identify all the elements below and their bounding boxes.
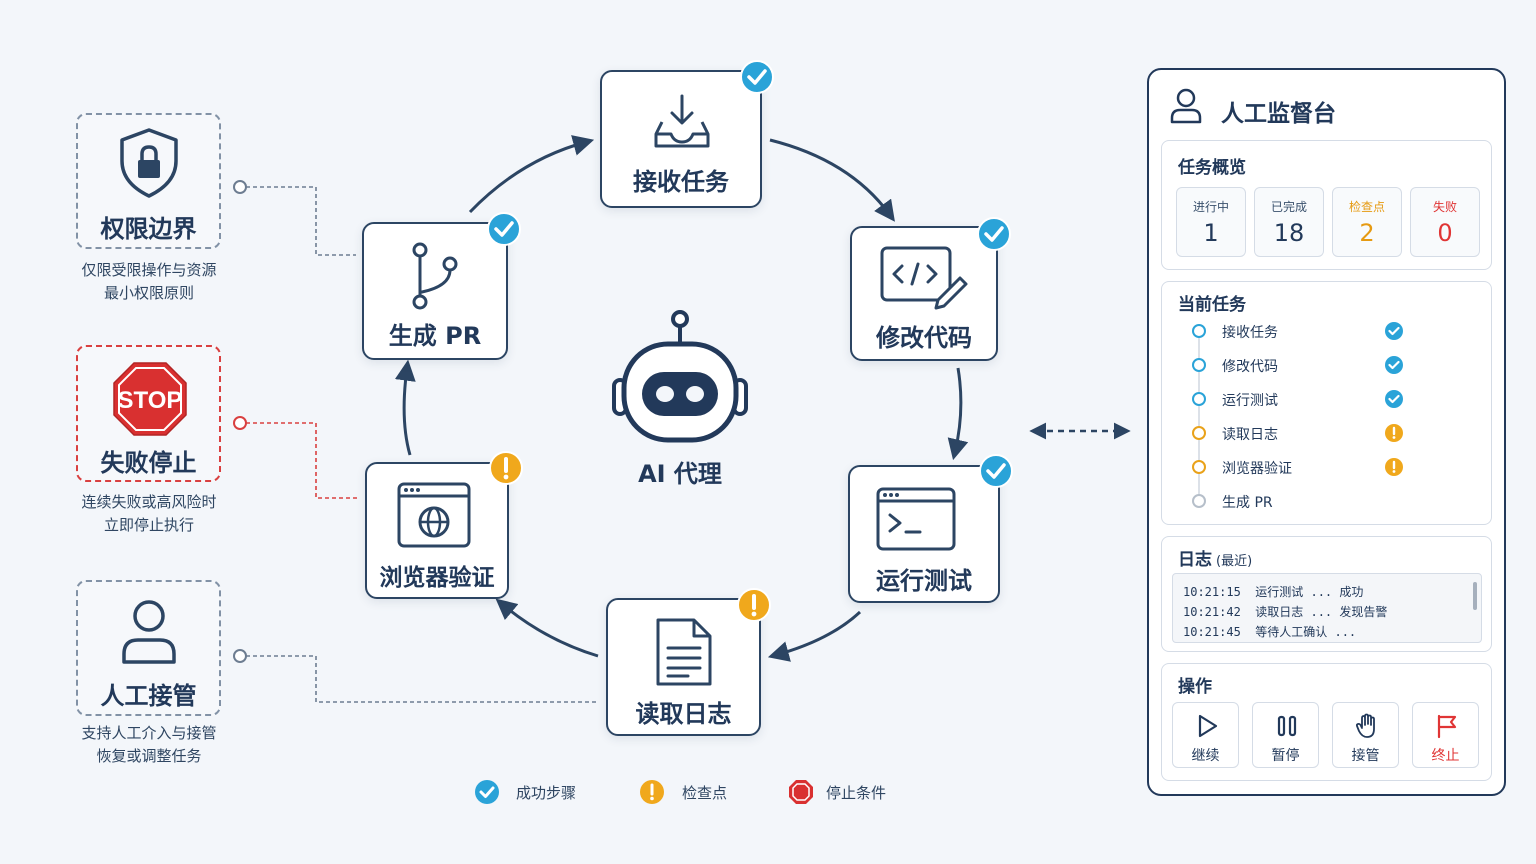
log-line: 10:21:45 等待人工确认 ...	[1183, 625, 1357, 639]
step-row[interactable]: 读取日志	[1182, 423, 1422, 443]
robot-icon	[612, 310, 748, 443]
arrow-logs-to-browser	[495, 598, 599, 658]
supervision-panel: 人工监督台 任务概览 进行中 1 已完成 18 检查点 2 失败 0 当前任务	[1147, 68, 1506, 796]
inbox-download-icon	[654, 94, 710, 148]
log-line: 10:21:42 读取日志 ... 发现告警	[1183, 605, 1388, 619]
person-icon	[122, 600, 176, 664]
guard-human-takeover: 人工接管	[76, 580, 221, 716]
document-icon	[656, 618, 712, 686]
legend-stop: 停止条件	[826, 784, 887, 802]
user-icon	[1170, 88, 1202, 124]
shield-lock-icon	[120, 128, 178, 198]
terminal-icon	[876, 487, 956, 551]
guard-permission-boundary: 权限边界	[76, 113, 221, 249]
node-create-pr[interactable]: 生成 PR	[362, 222, 508, 360]
node-label: 运行测试	[876, 567, 972, 595]
log-line: 10:21:15 运行测试 ... 成功	[1183, 585, 1364, 599]
flag-icon	[1437, 714, 1457, 739]
code-edit-icon	[880, 246, 968, 310]
stop-sign-icon: STOP	[113, 362, 187, 436]
agent-label: AI 代理	[638, 460, 722, 488]
log-title: 日志(最近)	[1178, 550, 1253, 570]
stat-failed[interactable]: 失败 0	[1410, 187, 1480, 257]
current-title: 当前任务	[1178, 295, 1246, 315]
success-check-icon	[977, 217, 1011, 251]
success-check-icon	[487, 212, 521, 246]
browser-globe-icon	[397, 482, 471, 548]
pause-button[interactable]: 暂停	[1252, 702, 1319, 768]
current-task-section: 当前任务 接收任务 修改代码 运行测试 读取日志 浏览器验证 生成 PR	[1161, 281, 1492, 525]
stat-completed[interactable]: 已完成 18	[1254, 187, 1324, 257]
guard-title: 失败停止	[100, 449, 197, 477]
check-badge-icon	[475, 780, 499, 804]
arrow-modify-to-test	[947, 367, 969, 461]
node-label: 接收任务	[633, 168, 729, 196]
terminate-button[interactable]: 终止	[1412, 702, 1479, 768]
step-row[interactable]: 生成 PR	[1182, 491, 1422, 511]
stat-in-progress[interactable]: 进行中 1	[1176, 187, 1246, 257]
node-label: 浏览器验证	[379, 565, 495, 591]
check-icon	[1385, 322, 1403, 340]
step-row[interactable]: 运行测试	[1182, 389, 1422, 409]
panel-title: 人工监督台	[1221, 101, 1336, 127]
node-read-logs[interactable]: 读取日志	[606, 598, 761, 736]
step-row[interactable]: 接收任务	[1182, 321, 1422, 341]
guard-failure-stop: STOP 失败停止	[76, 345, 221, 482]
guard-desc: 支持人工介入与接管 恢复或调整任务	[81, 724, 217, 765]
arrow-test-to-logs	[767, 610, 862, 662]
log-output[interactable]: 10:21:15 运行测试 ... 成功 10:21:42 读取日志 ... 发…	[1172, 573, 1482, 643]
arrow-pr-to-receive	[468, 135, 595, 214]
node-label: 生成 PR	[388, 322, 482, 350]
continue-button[interactable]: 继续	[1172, 702, 1239, 768]
stop-badge-icon	[789, 780, 813, 804]
success-check-icon	[740, 60, 774, 94]
legend-checkpoint: 检查点	[682, 784, 728, 802]
play-icon	[1198, 714, 1218, 738]
stop-text: STOP	[118, 387, 183, 414]
log-section: 日志(最近) 10:21:15 运行测试 ... 成功 10:21:42 读取日…	[1161, 536, 1492, 652]
warning-icon	[1385, 424, 1403, 442]
node-receive-task[interactable]: 接收任务	[600, 70, 762, 208]
guard-title: 人工接管	[100, 682, 197, 710]
takeover-button[interactable]: 接管	[1332, 702, 1399, 768]
warning-icon	[489, 451, 523, 485]
node-modify-code[interactable]: 修改代码	[850, 226, 998, 361]
step-row[interactable]: 修改代码	[1182, 355, 1422, 375]
warning-icon	[737, 588, 771, 622]
overview-section: 任务概览 进行中 1 已完成 18 检查点 2 失败 0	[1161, 140, 1492, 270]
arrow-browser-to-pr	[394, 359, 416, 456]
hand-icon	[1355, 713, 1375, 738]
actions-title: 操作	[1178, 677, 1212, 697]
check-icon	[1385, 390, 1403, 408]
node-label: 修改代码	[876, 324, 972, 352]
check-icon	[1385, 356, 1403, 374]
git-branch-icon	[412, 242, 458, 310]
guard-desc: 连续失败或高风险时 立即停止执行	[81, 493, 217, 534]
stat-checkpoint[interactable]: 检查点 2	[1332, 187, 1402, 257]
pause-icon	[1277, 715, 1297, 737]
success-check-icon	[979, 454, 1013, 488]
guard-desc: 仅限受限操作与资源 最小权限原则	[81, 261, 217, 302]
legend-success: 成功步骤	[516, 784, 577, 802]
actions-section: 操作 继续 暂停 接管 终止	[1161, 663, 1492, 781]
node-browser-verify[interactable]: 浏览器验证	[365, 462, 509, 599]
overview-title: 任务概览	[1178, 158, 1246, 178]
arrow-receive-to-modify	[769, 138, 895, 222]
node-run-tests[interactable]: 运行测试	[848, 465, 1000, 603]
node-label: 读取日志	[635, 700, 732, 728]
log-scrollbar[interactable]	[1473, 582, 1477, 610]
warning-badge-icon	[640, 780, 664, 804]
step-row[interactable]: 浏览器验证	[1182, 457, 1422, 477]
guard-title: 权限边界	[100, 215, 197, 243]
warning-icon	[1385, 458, 1403, 476]
